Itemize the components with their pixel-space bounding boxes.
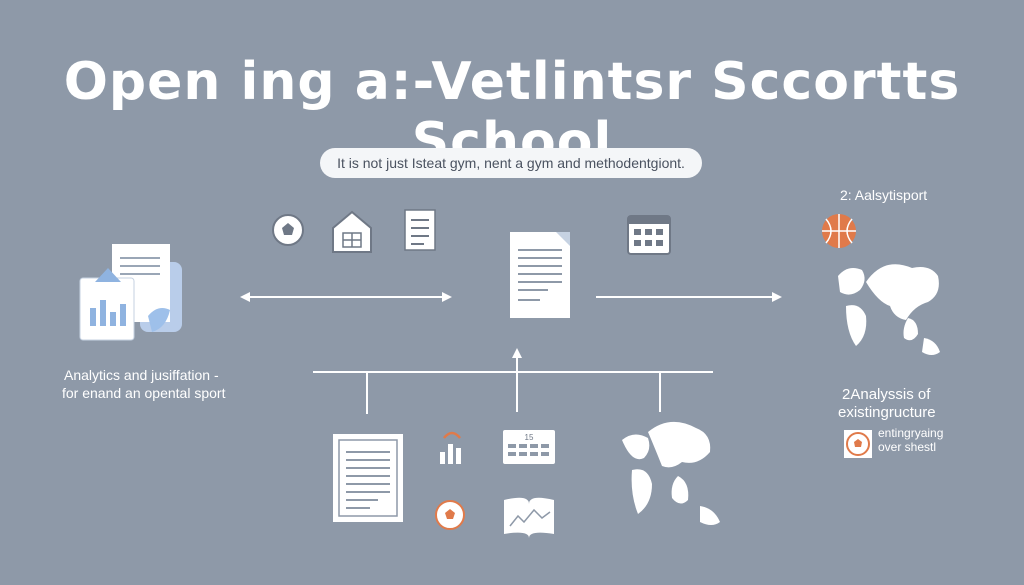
world-map-icon (838, 264, 940, 355)
analytics-documents-icon (79, 244, 182, 341)
basketball-icon (822, 214, 856, 248)
small-calendar-icon (503, 430, 555, 464)
notes-icon (404, 209, 436, 251)
bar-chart-icon (440, 431, 461, 464)
ball-icon (272, 214, 304, 246)
subtitle-pill: It is not just Isteat gym, nent a gym an… (320, 148, 702, 178)
bottom-document-icon (333, 434, 403, 522)
bottom-ball-icon (435, 500, 465, 530)
calendar-number: 15 (525, 433, 534, 442)
branch-bracket (313, 371, 713, 414)
right-top-label: 2: Aalsytisport (840, 187, 928, 203)
right-mid-label-line1: 2Analyssis of (842, 386, 931, 403)
calendar-icon (627, 215, 671, 255)
right-bottom-label-line2: over shestl (878, 440, 937, 454)
left-label-line2: for enand an opental sport (62, 385, 226, 401)
open-book-chart-icon (504, 497, 554, 538)
left-label-line1: Analytics and jusiffation - (64, 367, 219, 383)
right-bottom-label-line1: entingryaing (878, 426, 944, 440)
building-icon (332, 210, 372, 253)
center-document-icon (510, 232, 570, 318)
page-title: Open ing a:-Vetlintsr Sccortts School (63, 52, 961, 172)
bottom-world-map-icon (622, 421, 720, 525)
small-ball-icon (844, 430, 872, 458)
right-mid-label-line2: existingructure (838, 404, 936, 421)
